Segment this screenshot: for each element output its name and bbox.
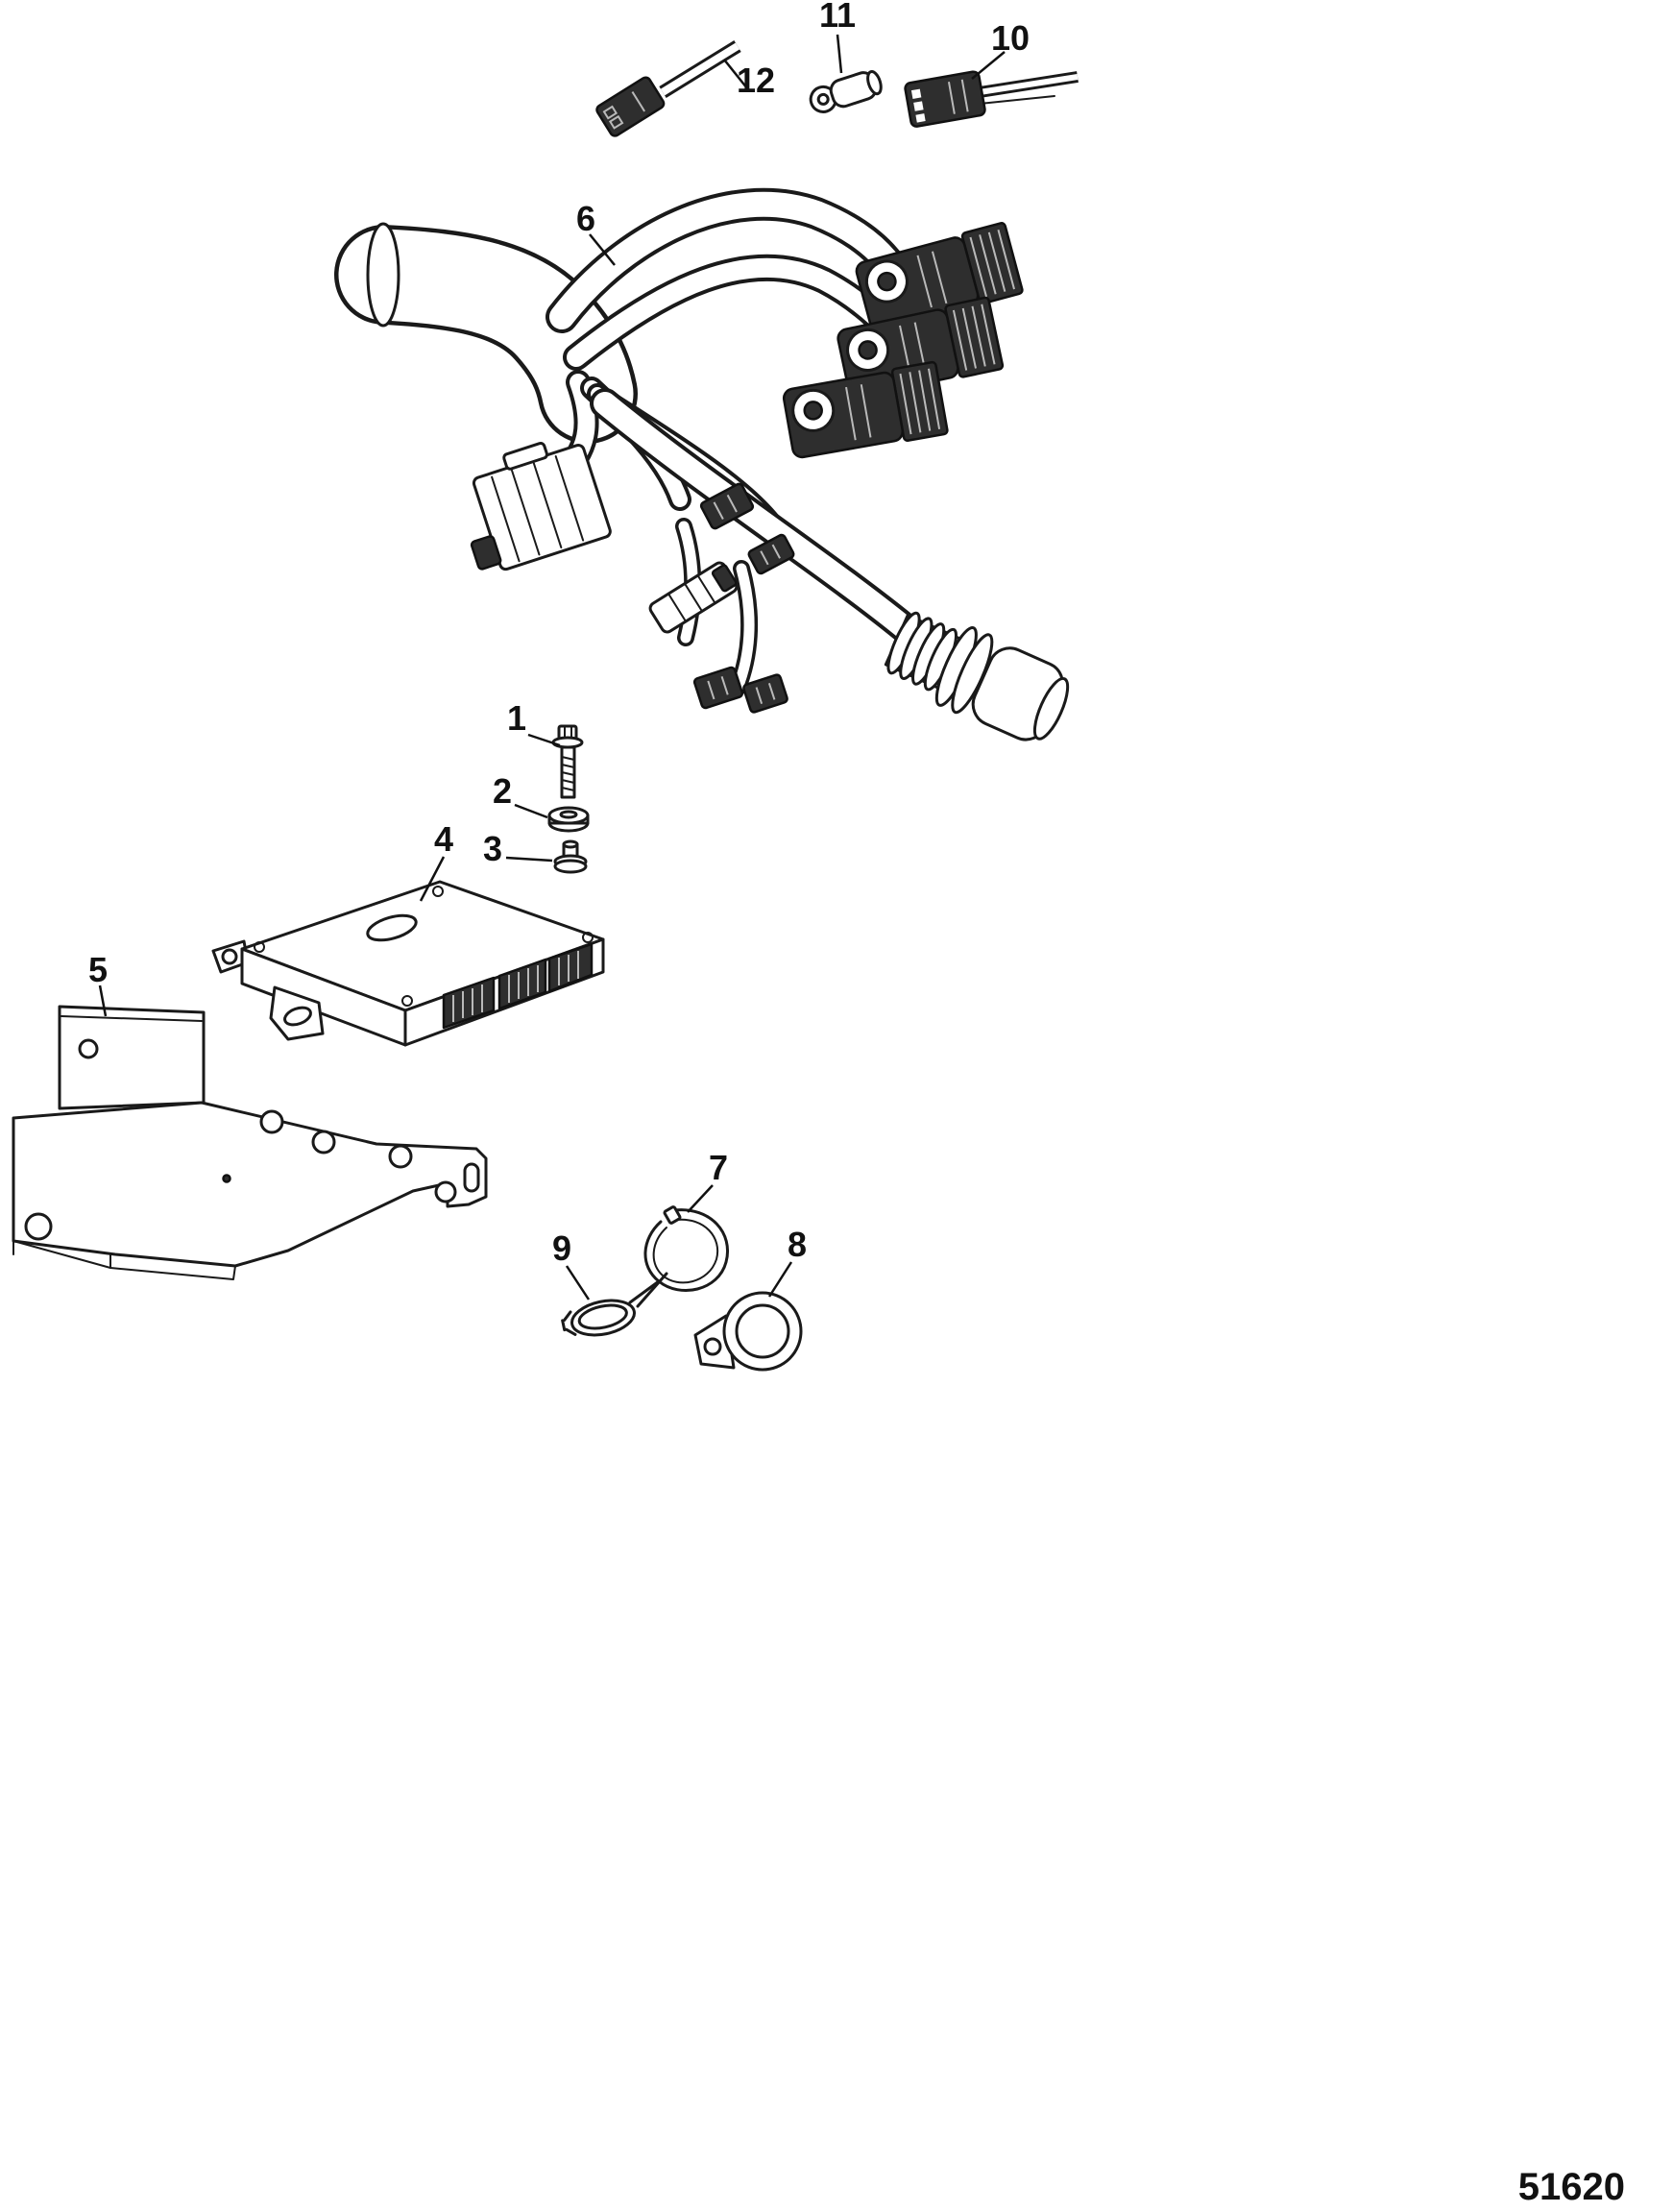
callout-9-leader — [565, 1265, 591, 1300]
callout-8-leader — [767, 1261, 793, 1298]
harness-connector-small-2 — [747, 533, 795, 575]
ecm-connector-block-3 — [547, 942, 594, 993]
part-9-clamp — [561, 1299, 636, 1337]
callout-11-leader — [836, 34, 843, 74]
callout-labels: 1 2 3 4 5 6 7 8 9 10 11 12 — [88, 0, 1030, 1268]
callout-9-label: 9 — [552, 1228, 571, 1268]
callout-4-leader — [419, 856, 446, 902]
ecm-connector-block-2 — [497, 958, 547, 1010]
part-3-spacer-grommet — [553, 839, 588, 874]
coil-connector-3 — [782, 360, 949, 459]
callout-5-label: 5 — [88, 950, 108, 989]
harness-branch-drop-2-fill — [732, 563, 755, 693]
harness-connector-small-3 — [692, 666, 744, 710]
callout-6-leader — [589, 233, 616, 266]
part-11-bullet-terminal — [809, 70, 883, 113]
callout-6-label: 6 — [576, 199, 595, 238]
callout-10-label: 10 — [991, 18, 1030, 58]
part-8-retainer-clip — [693, 1291, 803, 1372]
callout-4-label: 4 — [434, 819, 453, 859]
callout-leaders — [98, 34, 1006, 1300]
harness-trunk — [338, 229, 634, 440]
callout-8-label: 8 — [788, 1225, 807, 1264]
part-5-mounting-bracket — [12, 1005, 488, 1280]
callout-12-label: 12 — [737, 61, 775, 100]
callout-11-label: 11 — [819, 0, 856, 35]
harness-trunk-end-cap — [366, 222, 400, 328]
callout-1-label: 1 — [507, 698, 526, 738]
drawing-number: 51620 — [1518, 2166, 1625, 2208]
callout-1-leader — [527, 733, 561, 747]
part-10-connector-with-leads — [904, 70, 1079, 128]
harness-main-round-plug — [884, 611, 1070, 741]
callout-7-label: 7 — [709, 1148, 728, 1187]
part-4-ecm-module — [211, 880, 605, 1047]
harness-relay-block — [470, 441, 612, 571]
callout-2-leader — [514, 803, 548, 819]
harness-connector-small-4 — [742, 673, 788, 714]
harness-branch-main-plug-fill — [594, 392, 926, 647]
callout-2-label: 2 — [493, 771, 512, 811]
callout-10-leader — [971, 51, 1006, 80]
callout-12-leader — [723, 59, 748, 89]
part-2-washer — [547, 806, 590, 833]
callout-3-label: 3 — [483, 829, 502, 868]
harness-branch-upper-loop-fill — [549, 191, 913, 329]
callout-7-leader — [687, 1184, 714, 1213]
part-7-cable-tie — [628, 1205, 729, 1308]
part-6-wiring-harness — [334, 187, 1070, 741]
harness-connector-inline — [648, 561, 739, 634]
callout-3-leader — [505, 856, 553, 863]
part-12-connector-with-lead — [595, 40, 741, 137]
part-1-flange-screw — [551, 724, 584, 799]
ecm-connector-block-1 — [442, 976, 496, 1030]
harness-connector-small-1 — [699, 482, 755, 530]
callout-5-leader — [98, 984, 108, 1017]
